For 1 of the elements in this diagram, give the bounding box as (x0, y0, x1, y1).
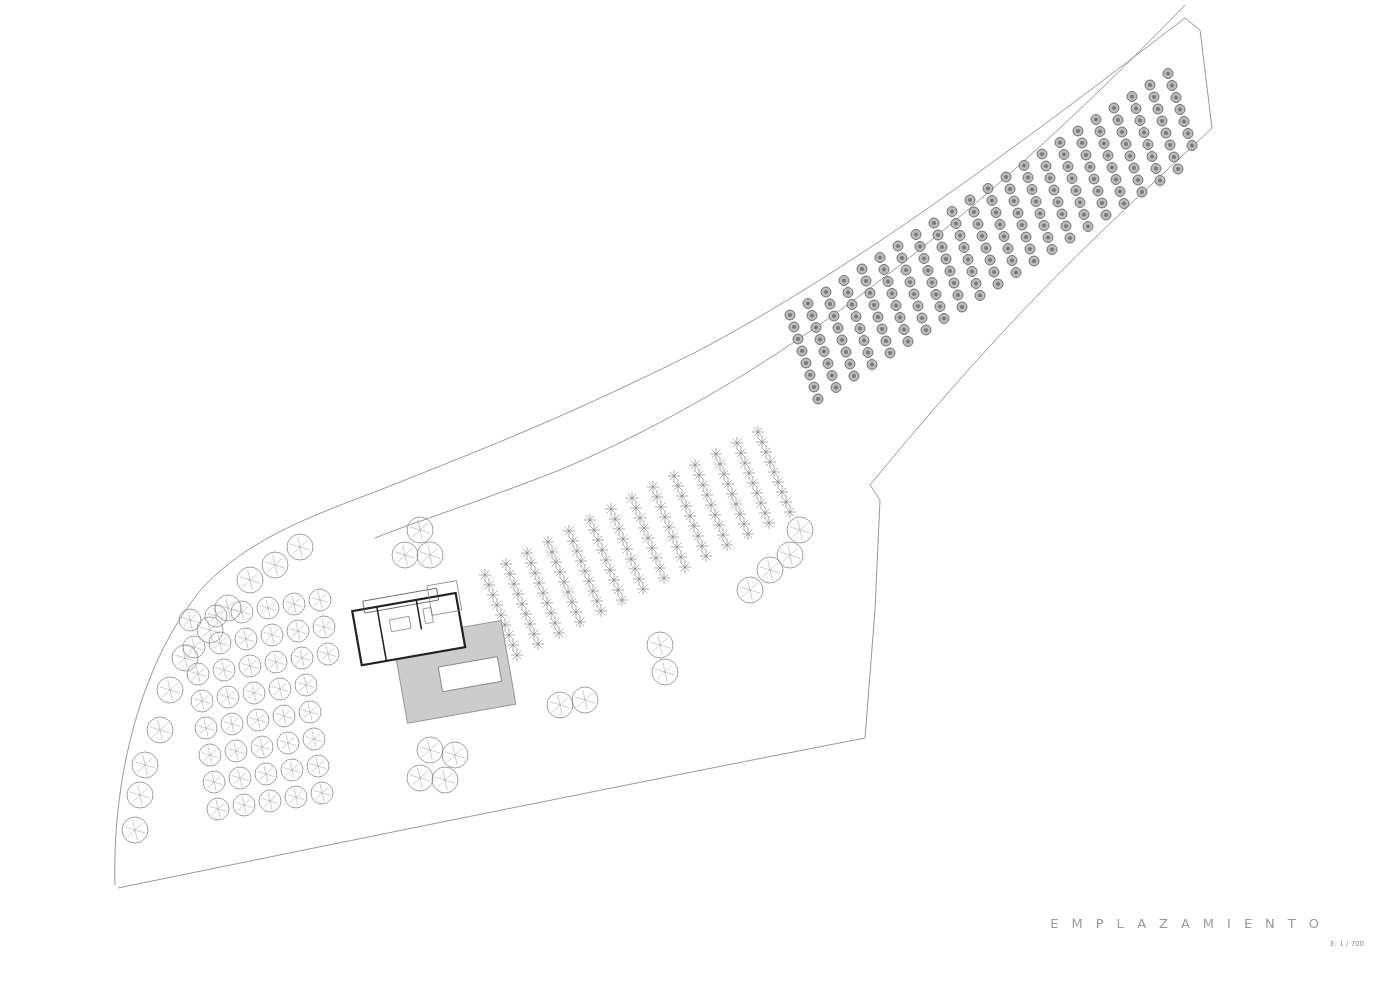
drawing-title: EMPLAZAMIENTO (1050, 916, 1332, 931)
